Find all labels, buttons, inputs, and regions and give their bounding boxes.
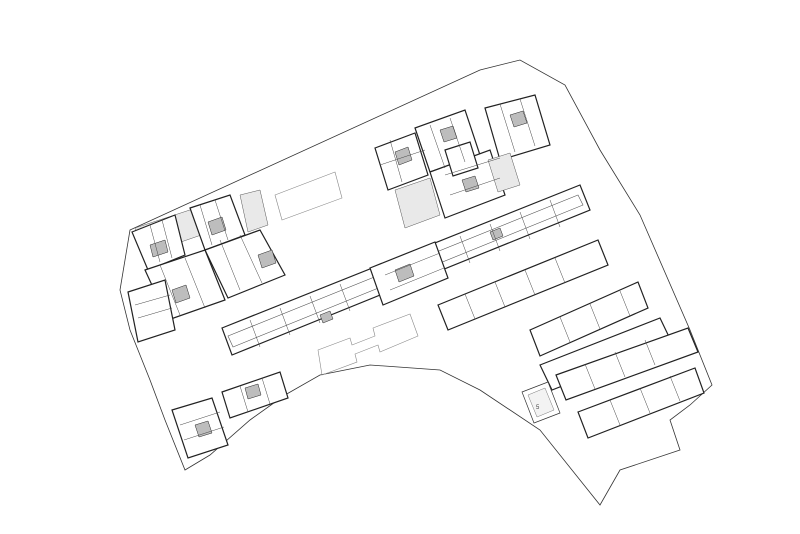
row-houses-east bbox=[437, 239, 705, 439]
northwest-housing-cluster bbox=[127, 189, 286, 343]
main-spine-building bbox=[221, 184, 591, 356]
pad-label: 5 bbox=[536, 405, 540, 411]
equipment-pad: 5 bbox=[521, 381, 561, 424]
northeast-housing-cluster bbox=[374, 94, 551, 229]
planned-building-outline bbox=[274, 171, 343, 221]
southwest-blocks bbox=[171, 371, 289, 459]
site-boundary bbox=[119, 59, 713, 506]
planned-extension-outline bbox=[317, 313, 419, 376]
